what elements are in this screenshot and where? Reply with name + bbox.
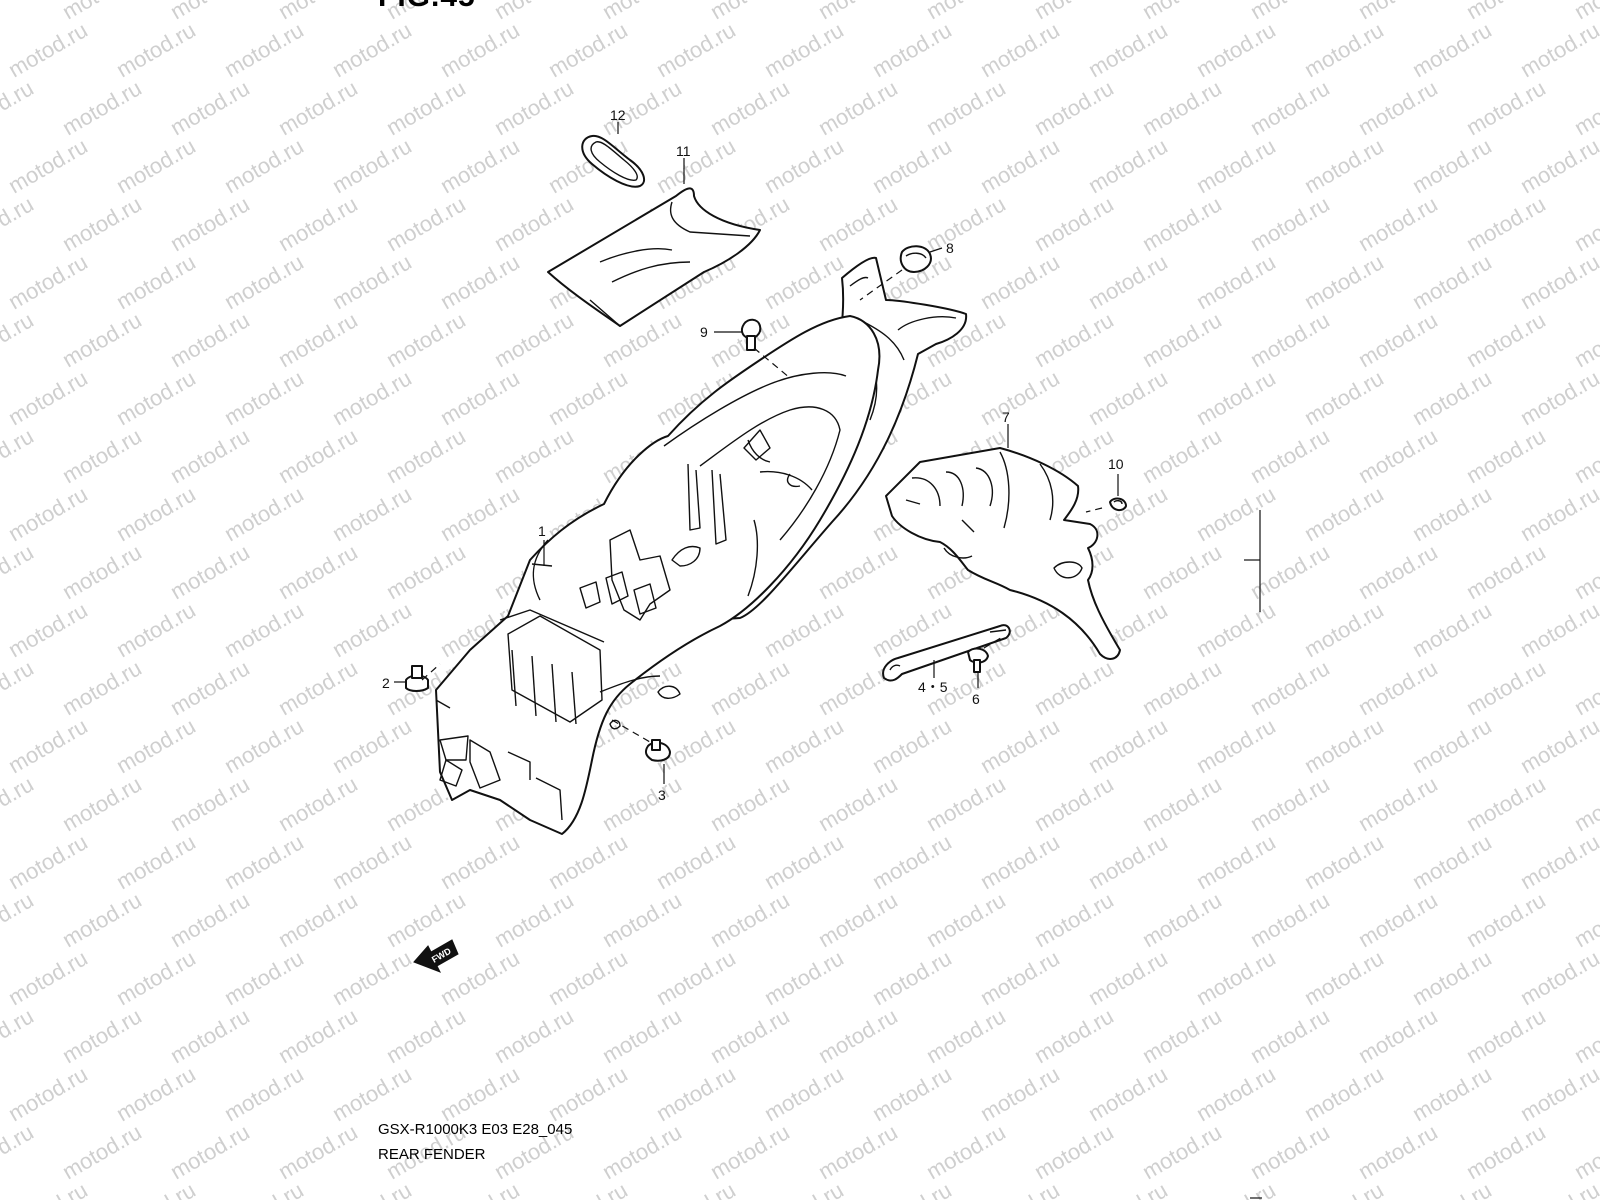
part-1-rear-fender: [435, 256, 968, 835]
figure-name: REAR FENDER: [378, 1146, 486, 1163]
leader-lines: [394, 122, 1261, 784]
callout-numbers: 12 11 8 9 7 10 1 2 4・5 6 3: [382, 107, 1124, 803]
callout-10: 10: [1108, 456, 1124, 472]
callout-6: 6: [972, 691, 980, 707]
part-9-screw: [740, 318, 762, 351]
part-4-5-stay: [882, 624, 1011, 682]
part-11-cover: [547, 187, 761, 327]
part-2-bolt: [405, 665, 429, 692]
part-6-screw: [967, 647, 989, 673]
callout-4-5: 4・5: [918, 679, 948, 695]
callout-2: 2: [382, 675, 390, 691]
part-7-license-bracket: [885, 447, 1121, 660]
callout-3: 3: [658, 787, 666, 803]
figure-title: FIG.45: [378, 0, 476, 14]
callout-7: 7: [1002, 409, 1010, 425]
part-12-band: [581, 134, 646, 188]
callout-1: 1: [538, 523, 546, 539]
model-code: GSX-R1000K3 E03 E28_045: [378, 1121, 573, 1138]
part-8-nut: [899, 245, 932, 273]
callout-11: 11: [676, 143, 691, 159]
part-3-screw: [644, 739, 671, 762]
callout-9: 9: [700, 324, 708, 340]
callout-12: 12: [610, 107, 626, 123]
callout-8: 8: [946, 240, 954, 256]
assembly-dashed-lines: [421, 269, 1103, 743]
part-10-washer: [1109, 497, 1127, 512]
fwd-arrow-icon: FWD: [413, 939, 459, 973]
